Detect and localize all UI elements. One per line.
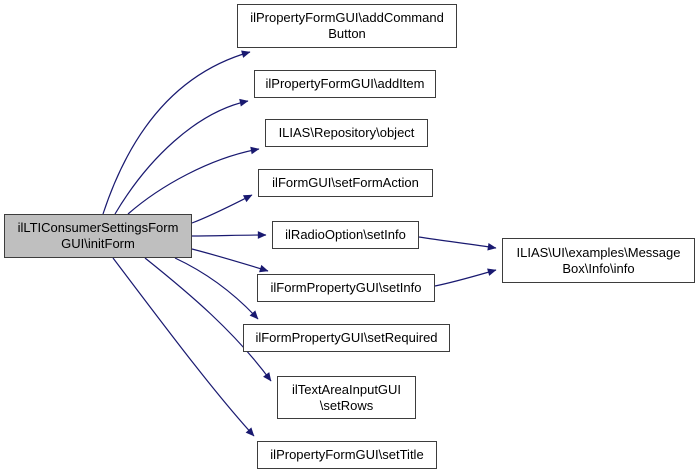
node-radiooptionsetinfo[interactable]: ilRadioOption\setInfo — [272, 221, 419, 249]
edge-radiooptionsetinfo-to-messageboxinfo — [418, 236, 497, 251]
edge-formpropertysetinfo-to-messageboxinfo — [434, 268, 497, 287]
edge-initform-to-radiooptionsetinfo — [191, 231, 267, 239]
edge-initform-to-setrows — [144, 257, 272, 382]
node-setrows[interactable]: ilTextAreaInputGUI \setRows — [277, 376, 416, 419]
node-repositoryobject[interactable]: ILIAS\Repository\object — [265, 119, 428, 147]
edge-initform-to-addcommandbutton — [102, 50, 251, 215]
node-settitle[interactable]: ilPropertyFormGUI\setTitle — [257, 441, 437, 469]
node-setrequired[interactable]: ilFormPropertyGUI\setRequired — [243, 324, 450, 352]
node-additem[interactable]: ilPropertyFormGUI\addItem — [254, 70, 436, 98]
node-formpropertysetinfo[interactable]: ilFormPropertyGUI\setInfo — [257, 274, 435, 302]
edge-initform-to-additem — [114, 98, 249, 215]
node-initform: ilLTIConsumerSettingsForm GUI\initForm — [4, 214, 192, 258]
edge-initform-to-setrequired — [174, 257, 259, 320]
edge-initform-to-settitle — [112, 257, 255, 437]
node-addcommandbutton[interactable]: ilPropertyFormGUI\addCommand Button — [237, 4, 457, 48]
edge-initform-to-formpropertysetinfo — [191, 248, 269, 273]
node-messageboxinfo[interactable]: ILIAS\UI\examples\Message Box\Info\info — [502, 238, 695, 283]
node-setformaction[interactable]: ilFormGUI\setFormAction — [258, 169, 433, 197]
edge-initform-to-setformaction — [191, 194, 253, 224]
edge-initform-to-repositoryobject — [127, 146, 260, 215]
